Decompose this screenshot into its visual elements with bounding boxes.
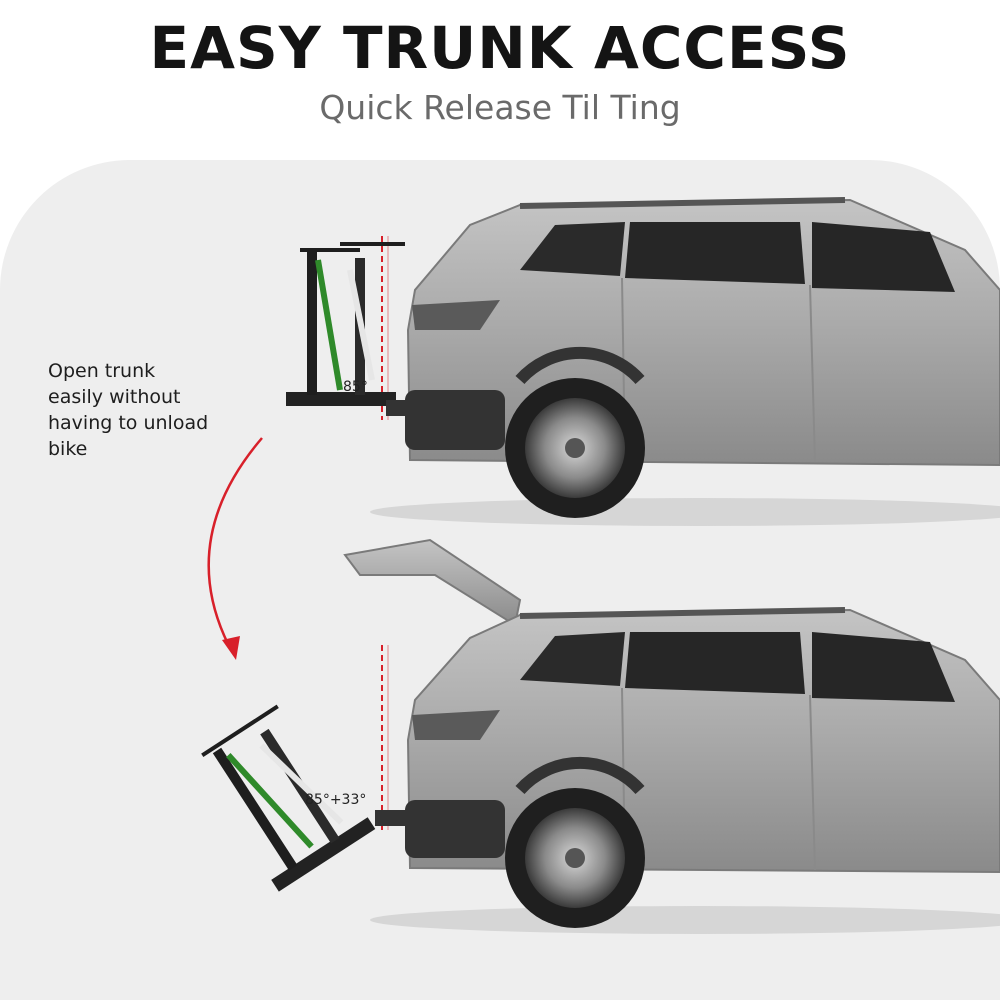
angle-label-tilted: 85°+33°	[305, 792, 367, 808]
suv-bottom	[343, 538, 1000, 934]
bike-rack-upright	[286, 236, 436, 420]
arrow-head-icon	[222, 636, 240, 660]
curved-arrow	[207, 437, 263, 649]
callout-text: Open trunk easily without having to unlo…	[48, 360, 209, 460]
page-title: EASY TRUNK ACCESS	[149, 14, 851, 82]
page-subtitle: Quick Release Til Ting	[319, 88, 681, 127]
bike-rack-tilted	[201, 645, 415, 892]
angle-label-upright: 85°	[343, 379, 368, 395]
suv-top	[370, 197, 1000, 526]
